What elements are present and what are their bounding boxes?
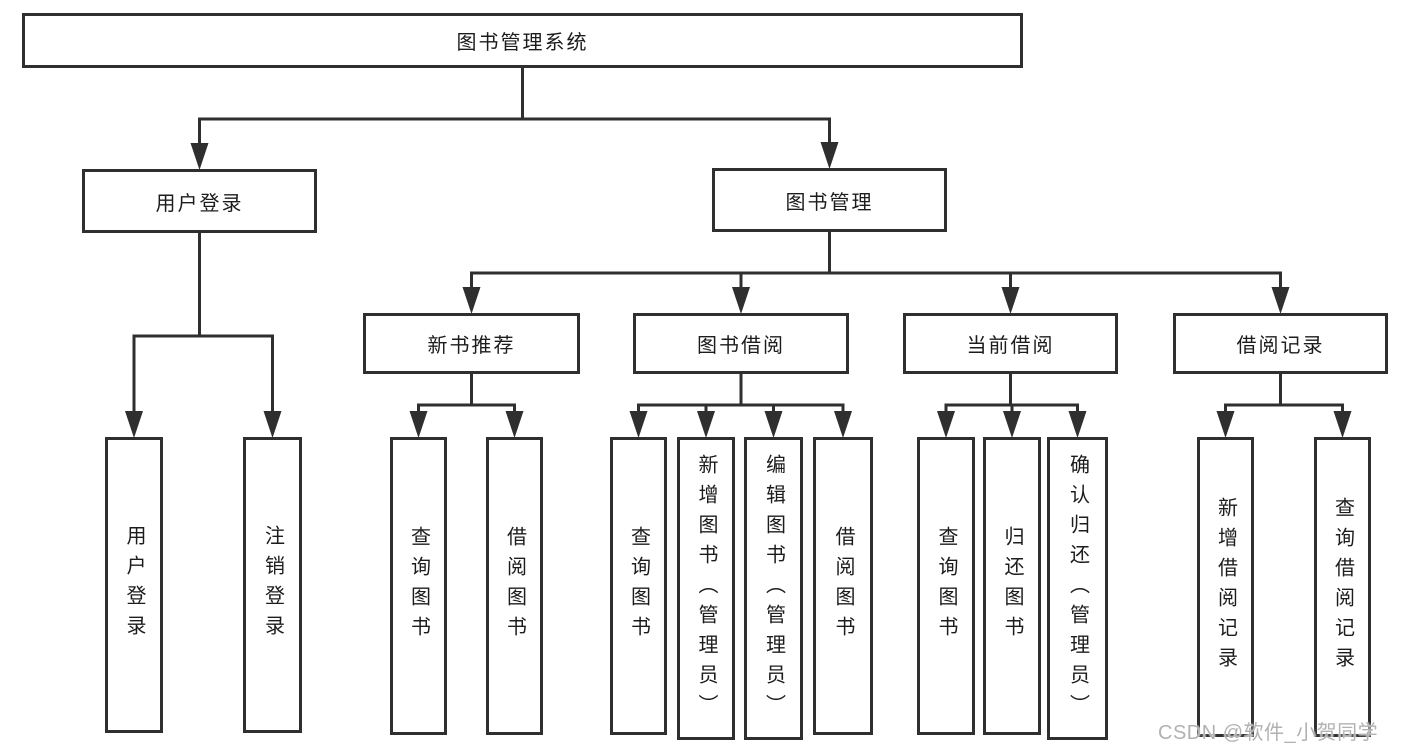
node-leaf-add-borrow-record: 新增借阅记录 [1197,437,1254,737]
arrowhead-icon [834,411,852,438]
node-label-leaf-query-books-2: 查询图书 [627,526,650,646]
arrowhead-icon [462,287,481,314]
node-user-login: 用户登录 [82,169,317,233]
node-label-book-mgmt: 图书管理 [785,191,874,214]
arrowhead-icon [764,411,783,438]
node-leaf-logout: 注销登录 [243,437,302,733]
node-root: 图书管理系统 [22,13,1023,68]
node-label-user-login: 用户登录 [155,192,244,215]
node-label-leaf-borrow-books-2: 借阅图书 [832,526,854,646]
arrowhead-icon [505,411,524,438]
node-label-leaf-user-login: 用户登录 [123,525,145,645]
node-label-leaf-logout: 注销登录 [261,525,284,645]
node-label-leaf-edit-books: 编辑图书（管理员） [762,453,785,724]
node-label-borrow-records: 借阅记录 [1236,335,1325,357]
node-leaf-query-borrow-record: 查询借阅记录 [1314,437,1371,737]
node-leaf-confirm-return: 确认归还（管理员） [1047,437,1108,740]
arrowhead-icon [937,411,955,438]
node-label-leaf-confirm-return: 确认归还（管理员） [1066,453,1089,724]
node-label-current-borrow: 当前借阅 [966,335,1055,357]
arrowhead-icon [697,411,715,438]
arrowhead-icon [1333,411,1352,438]
node-label-leaf-add-books: 新增图书（管理员） [695,453,717,724]
node-borrow-records: 借阅记录 [1173,313,1388,374]
arrowhead-icon [1068,411,1087,438]
node-leaf-edit-books: 编辑图书（管理员） [744,437,803,740]
node-label-leaf-borrow-books-1: 借阅图书 [503,526,526,646]
node-current-borrow: 当前借阅 [903,313,1118,374]
node-leaf-return-books: 归还图书 [983,437,1041,735]
node-label-leaf-add-borrow-record: 新增借阅记录 [1214,497,1237,677]
node-leaf-query-books-2: 查询图书 [610,437,667,735]
arrowhead-icon [1003,411,1021,438]
node-book-mgmt: 图书管理 [712,168,947,232]
node-label-leaf-query-books-1: 查询图书 [407,526,430,646]
arrowhead-icon [629,411,648,438]
arrowhead-icon [1271,287,1290,314]
node-leaf-add-books: 新增图书（管理员） [677,437,735,740]
node-label-new-book-rec: 新书推荐 [427,335,516,357]
node-leaf-borrow-books-2: 借阅图书 [813,437,873,735]
arrowhead-icon [1216,411,1235,438]
arrowhead-icon [409,411,428,438]
arrowhead-icon [1001,287,1020,314]
node-label-root: 图书管理系统 [456,32,589,54]
arrowhead-icon [263,411,282,438]
node-book-borrow: 图书借阅 [633,313,849,374]
arrowhead-icon [190,143,209,170]
node-leaf-query-books-3: 查询图书 [917,437,975,735]
node-leaf-query-books-1: 查询图书 [390,437,447,735]
node-label-leaf-query-books-3: 查询图书 [935,526,957,646]
node-new-book-rec: 新书推荐 [363,313,580,374]
arrowhead-icon [125,411,143,438]
node-leaf-user-login: 用户登录 [105,437,163,733]
arrowhead-icon [820,142,839,169]
arrowhead-icon [732,287,750,314]
node-leaf-borrow-books-1: 借阅图书 [486,437,543,735]
watermark-text: CSDN @软件_小贺同学 [1158,722,1379,744]
node-label-book-borrow: 图书借阅 [697,335,785,357]
node-label-leaf-query-borrow-record: 查询借阅记录 [1331,497,1354,677]
node-label-leaf-return-books: 归还图书 [1001,526,1023,646]
